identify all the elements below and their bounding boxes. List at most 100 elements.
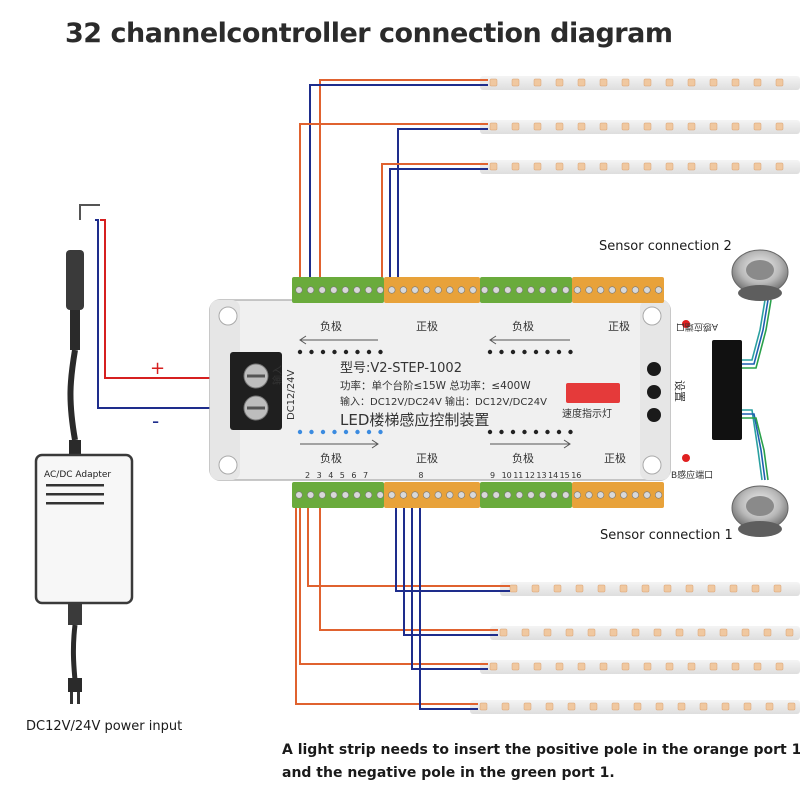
indicator-led: [366, 349, 372, 355]
led-chip: [511, 162, 520, 171]
plus-sign: +: [150, 358, 165, 379]
led-strip-top-3: [480, 160, 800, 174]
bottom-pos-label-a: 正极: [416, 451, 438, 465]
led-chip: [577, 162, 586, 171]
terminal-screw: [620, 491, 628, 499]
terminal-screw: [353, 491, 361, 499]
button-3[interactable]: [647, 408, 661, 422]
terminal-screw: [365, 491, 373, 499]
indicator-led: [332, 349, 337, 355]
power-input-label: DC12V/24V power input: [26, 719, 183, 734]
terminal-screw: [376, 286, 384, 294]
terminal-screw: [562, 286, 570, 294]
terminal-screw: [527, 491, 535, 499]
led-strip-bottom-1: [500, 582, 800, 596]
indicator-led: [510, 349, 516, 355]
led-chip: [577, 122, 586, 131]
terminal-screw: [388, 491, 396, 499]
led-chip: [511, 122, 520, 131]
led-chip: [599, 162, 608, 171]
instruction-line-1: A light strip needs to insert the positi…: [282, 742, 800, 758]
led-chip: [731, 78, 740, 87]
led-chip: [555, 122, 564, 131]
led-chip: [577, 78, 586, 87]
led-chip: [709, 122, 718, 131]
led-chip: [775, 662, 784, 671]
power-rating-text: 功率：单个台阶≤15W 总功率：≤400W: [340, 379, 531, 392]
terminal-screw: [550, 286, 558, 294]
terminal-screw: [353, 286, 361, 294]
terminal-screw: [469, 286, 477, 294]
led-chip: [699, 702, 708, 711]
led-chip: [489, 662, 498, 671]
led-chip: [665, 162, 674, 171]
terminal-screw: [446, 286, 454, 294]
terminal-screw: [538, 491, 547, 499]
controller-body: [209, 299, 671, 481]
terminal-screw: [376, 491, 384, 499]
led-chip: [621, 162, 630, 171]
led-chip: [765, 702, 774, 711]
terminal-screw: [643, 491, 651, 499]
bottom-port-number: 11: [513, 471, 523, 480]
terminal-screw: [504, 491, 512, 499]
button-1[interactable]: [647, 362, 661, 376]
bottom-wires: [295, 505, 510, 710]
led-chip: [687, 662, 696, 671]
bottom-port-number: 14: [548, 471, 558, 480]
led-strip-bottom-2: [490, 626, 800, 640]
led-chip: [687, 162, 696, 171]
led-chip: [685, 584, 694, 593]
top-pos-label-a: 正极: [416, 319, 438, 333]
led-chip: [501, 702, 510, 711]
power-wires: [79, 204, 235, 409]
terminal-screw: [620, 286, 628, 294]
led-chip: [731, 162, 740, 171]
terminal-screw: [596, 491, 605, 499]
led-chip: [753, 122, 762, 131]
terminal-screw: [411, 286, 419, 294]
led-strip-bottom-3: [480, 660, 800, 674]
minus-sign: -: [152, 409, 159, 433]
terminal-screw: [585, 491, 593, 499]
led-chip: [643, 122, 652, 131]
sensor-cables: [742, 299, 772, 481]
led-chip: [751, 584, 760, 593]
terminal-screw: [643, 286, 651, 294]
terminal-screw: [399, 286, 408, 294]
led-chip: [533, 122, 542, 131]
terminal-screw: [504, 286, 512, 294]
led-chip: [489, 122, 498, 131]
led-chip: [621, 122, 630, 131]
bottom-port-number: 2: [305, 471, 310, 480]
led-strip-top-2: [480, 120, 800, 134]
led-chip: [621, 78, 630, 87]
led-chip: [545, 702, 554, 711]
led-chip: [575, 584, 584, 593]
terminal-screw: [434, 491, 442, 499]
sensor-a-port-label: A感应端口: [676, 321, 718, 333]
product-name-text: LED楼梯感应控制装置: [340, 411, 489, 429]
led-chip: [597, 584, 606, 593]
led-chip: [643, 78, 652, 87]
top-wires: [299, 79, 488, 280]
terminal-screw: [434, 286, 442, 294]
terminal-screw: [388, 286, 396, 294]
indicator-led: [297, 429, 303, 435]
led-chip: [687, 78, 696, 87]
terminal-screw: [550, 491, 558, 499]
indicator-led: [522, 429, 527, 435]
indicator-led: [533, 429, 539, 435]
terminal-screw: [330, 286, 338, 294]
terminal-screw: [515, 491, 524, 499]
button-2[interactable]: [647, 385, 661, 399]
led-chip: [533, 662, 542, 671]
terminal-screw: [515, 286, 524, 294]
terminal-screw: [481, 286, 489, 294]
terminal-screw: [527, 286, 535, 294]
led-chip: [531, 584, 540, 593]
indicator-led: [568, 429, 573, 435]
indicator-led: [510, 429, 516, 435]
led-chip: [753, 78, 762, 87]
